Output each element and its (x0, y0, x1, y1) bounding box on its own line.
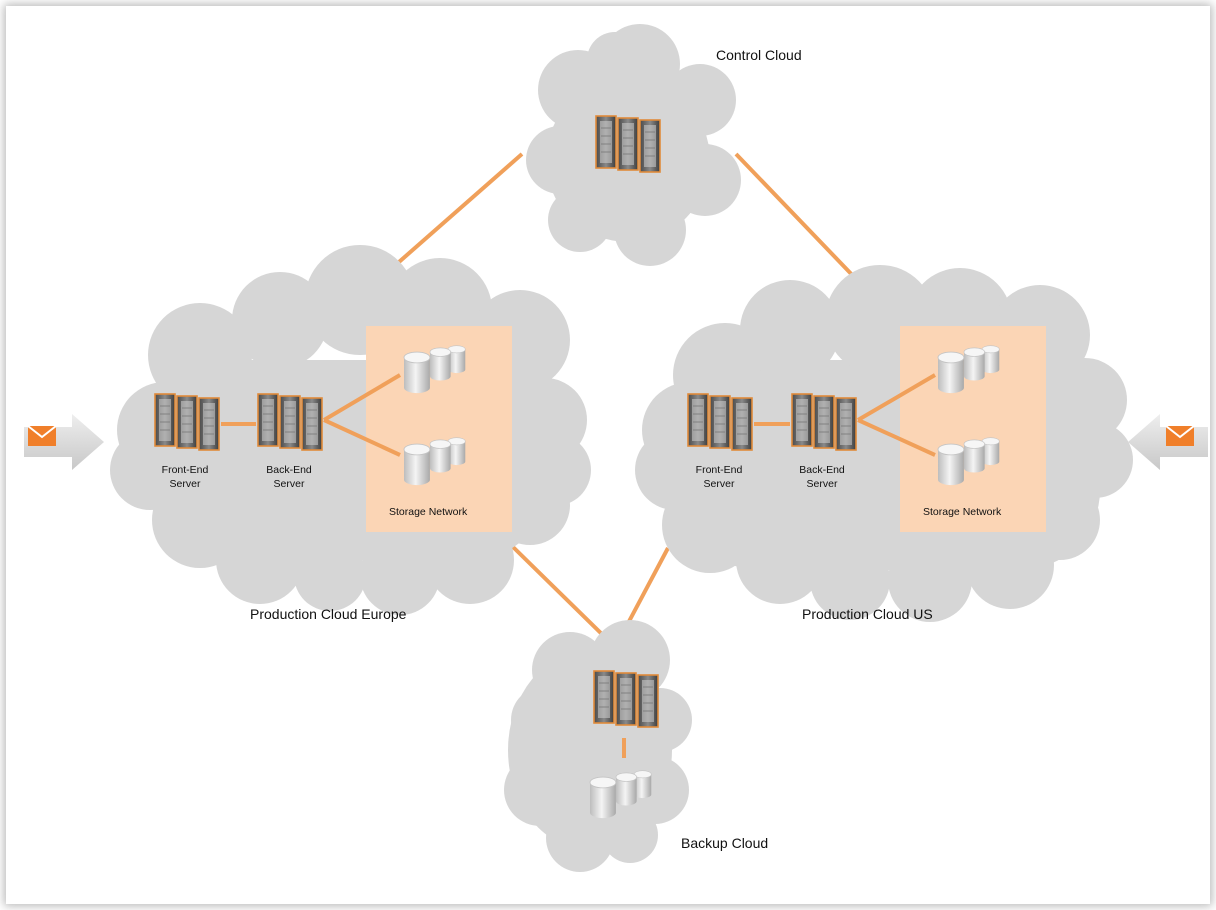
us-back-end-line2: Server (806, 478, 838, 490)
mail-arrow-left-icon (1128, 414, 1208, 470)
us-front-end-line1: Front-End (695, 464, 743, 476)
europe-front-end-label: Front-End Server (140, 463, 230, 491)
link-europe-backup (510, 544, 614, 646)
server-rack-icon (594, 671, 658, 727)
europe-back-end-line1: Back-End (266, 464, 312, 476)
cloud-backup (504, 620, 692, 872)
us-front-end-line2: Server (703, 478, 735, 490)
us-back-end-label: Back-End Server (777, 463, 867, 491)
us-back-end-line1: Back-End (799, 464, 845, 476)
backup-cloud-title: Backup Cloud (681, 835, 769, 851)
link-europe-backend-storage (322, 373, 402, 457)
server-rack-icon (792, 394, 856, 450)
us-front-end-label: Front-End Server (674, 463, 764, 491)
europe-front-end-line2: Server (169, 478, 201, 490)
mail-arrow-right-icon (24, 414, 104, 470)
server-rack-icon (155, 394, 219, 450)
control-cloud-title: Control Cloud (716, 47, 802, 63)
server-rack-icon (688, 394, 752, 450)
link-us-backend-storage (856, 373, 937, 457)
production-cloud-us-title: Production Cloud US (802, 606, 933, 622)
europe-front-end-line1: Front-End (161, 464, 209, 476)
us-storage-network-label: Storage Network (923, 506, 1002, 518)
server-rack-icon (258, 394, 322, 450)
europe-back-end-line2: Server (273, 478, 305, 490)
production-cloud-europe-title: Production Cloud Europe (250, 606, 407, 622)
server-rack-icon (596, 116, 660, 172)
europe-storage-network-label: Storage Network (389, 506, 468, 518)
europe-back-end-label: Back-End Server (244, 463, 334, 491)
